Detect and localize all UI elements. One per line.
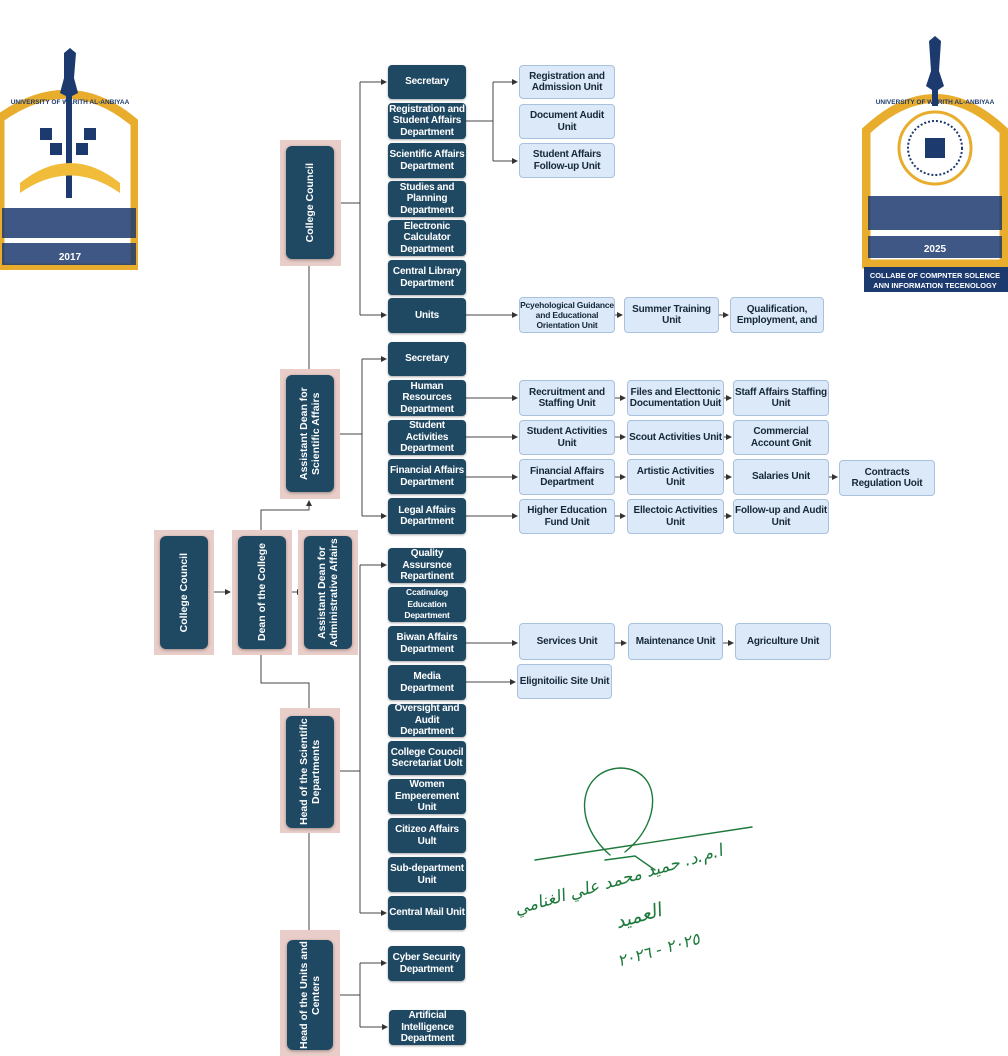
unit-college-council-secretariat[interactable]: College Couocil Secretariat Uolt xyxy=(388,741,466,775)
box-label: College Council xyxy=(304,162,316,243)
unit-document-audit[interactable]: Document Audit Unit xyxy=(519,104,615,139)
unit-sub-department[interactable]: Sub-department Unit xyxy=(388,857,466,892)
unit-services[interactable]: Services Unit xyxy=(519,623,615,660)
unit-summer-training[interactable]: Summer Training Unit xyxy=(624,297,719,333)
signature-years: ٢٠٢٥ - ٢٠٢٦ xyxy=(615,929,702,971)
college-council-main-box[interactable]: College Council xyxy=(160,536,208,649)
dept-units[interactable]: Units xyxy=(388,298,466,333)
signature-title: العميد xyxy=(613,898,667,933)
dept-student-activities[interactable]: Student Activities Department xyxy=(388,420,466,455)
unit-qualification-employment[interactable]: Qualification, Employment, and xyxy=(730,297,824,333)
logo-arc-text: UNIVERSITY OF WARITH AL-ANBIYAA xyxy=(11,99,130,106)
dean-of-college-box[interactable]: Dean of the College xyxy=(238,536,286,649)
college-council-top-box[interactable]: College Council xyxy=(286,146,334,259)
dept-diwan-affairs[interactable]: Biwan Affairs Department xyxy=(388,626,466,661)
dept-human-resources[interactable]: Human Resources Department xyxy=(388,380,466,416)
dept-electronic-calculator[interactable]: Electronic Calculator Department xyxy=(388,220,466,256)
unit-electronic-site[interactable]: Elignitoilic Site Unit xyxy=(517,664,612,699)
unit-staff-affairs[interactable]: Staff Affairs Staffing Unit xyxy=(733,380,829,416)
unit-registration-admission[interactable]: Registration and Admission Unit xyxy=(519,65,615,99)
unit-agriculture[interactable]: Agriculture Unit xyxy=(735,623,831,660)
unit-commercial-account[interactable]: Commercial Account Gnit xyxy=(733,420,829,455)
dept-quality-assurance[interactable]: Quality Assursnce Repartinent xyxy=(388,548,466,583)
unit-financial-affairs[interactable]: Financial Affairs Department xyxy=(519,459,615,495)
dean-signature: ا.م.د. حميد محمد علي الغنامي العميد ٢٠٢٥… xyxy=(512,767,753,971)
university-emblem-icon: 2017 UNIVERSITY OF WARITH AL-ANBIYAA xyxy=(0,48,140,273)
unit-electronic-activities[interactable]: Ellectoic Activities Unit xyxy=(627,499,724,534)
logo-banner-line1: COLLABE OF COMPNTER SOLENCE xyxy=(870,271,1000,280)
unit-central-mail[interactable]: Central Mail Unit xyxy=(388,896,466,930)
box-label: Head of the Units and Centers xyxy=(298,941,322,1049)
dept-oversight-audit[interactable]: Oversight and Audit Department xyxy=(388,703,466,737)
logo-year: 2025 xyxy=(924,244,947,255)
dept-financial-affairs[interactable]: Financial Affairs Department xyxy=(388,459,466,494)
dept-secretary-top[interactable]: Secretary xyxy=(388,65,466,99)
unit-files-documentation[interactable]: Files and Electtonic Documentation Uuit xyxy=(627,380,724,416)
unit-maintenance[interactable]: Maintenance Unit xyxy=(628,623,723,660)
dept-registration-student-affairs[interactable]: Registration and Student Affairs Departm… xyxy=(388,103,466,139)
dept-studies-planning[interactable]: Studies and Planning Department xyxy=(388,181,466,217)
unit-recruitment-staffing[interactable]: Recruitment and Staffing Unit xyxy=(519,380,615,416)
dept-legal-affairs[interactable]: Legal Affairs Department xyxy=(388,498,466,534)
dept-continuing-education[interactable]: Ccatinulog Education Department xyxy=(388,587,466,622)
unit-student-affairs-followup[interactable]: Student Affairs Follow-up Unit xyxy=(519,143,615,178)
unit-women-empowerment[interactable]: Women Empeerement Unit xyxy=(388,779,466,814)
unit-artistic-activities[interactable]: Artistic Activities Unit xyxy=(627,459,724,495)
logo-banner-line2: ANN INFORMATION TECENOLOGY xyxy=(873,281,997,290)
unit-scout-activities[interactable]: Scout Activities Unit xyxy=(627,420,724,455)
logo-arc-text: UNIVERSITY OF WARITH AL-ANBIYAA xyxy=(876,99,995,106)
assistant-dean-scientific-box[interactable]: Assistant Dean for Scientific Affairs xyxy=(286,375,334,492)
head-units-centers-box[interactable]: Head of the Units and Centers xyxy=(287,940,333,1050)
head-scientific-departments-box[interactable]: Head of the Scientific Departments xyxy=(286,716,334,828)
dept-media[interactable]: Media Department xyxy=(388,665,466,700)
unit-higher-education-fund[interactable]: Higher Education Fund Unit xyxy=(519,499,615,534)
university-logo-left: 2017 UNIVERSITY OF WARITH AL-ANBIYAA xyxy=(0,48,140,273)
unit-psychological-guidance[interactable]: Pcyehological Guidance and Educational O… xyxy=(519,297,615,333)
logo-year: 2017 xyxy=(59,252,82,263)
unit-contracts-regulation[interactable]: Contracts Regulation Uoit xyxy=(839,460,935,496)
unit-student-activities[interactable]: Student Activities Unit xyxy=(519,420,615,455)
college-logo-right: 2025 UNIVERSITY OF WARITH AL-ANBIYAA COL… xyxy=(861,36,1008,292)
box-label: Assistant Dean for Administrative Affair… xyxy=(316,538,340,647)
unit-citizen-affairs[interactable]: Citizeo Affairs Uult xyxy=(388,818,466,853)
unit-salaries[interactable]: Salaries Unit xyxy=(733,459,829,495)
assistant-dean-admin-box[interactable]: Assistant Dean for Administrative Affair… xyxy=(304,536,352,649)
box-label: College Council xyxy=(178,552,190,633)
signature-name: ا.م.د. حميد محمد علي الغنامي xyxy=(512,840,727,919)
box-label: Head of the Scientific Departments xyxy=(298,718,322,826)
dept-central-library[interactable]: Central Library Department xyxy=(388,260,466,295)
box-label: Assistant Dean for Scientific Affairs xyxy=(298,387,322,480)
dept-artificial-intelligence[interactable]: Artificial Intelligence Department xyxy=(389,1010,466,1045)
dept-secretary-scientific[interactable]: Secretary xyxy=(388,342,466,376)
unit-followup-audit[interactable]: Follow-up and Audit Unit xyxy=(733,499,829,534)
college-emblem-icon: 2025 UNIVERSITY OF WARITH AL-ANBIYAA COL… xyxy=(861,36,1008,292)
dept-scientific-affairs[interactable]: Scientific Affairs Department xyxy=(388,143,466,178)
box-label: Dean of the College xyxy=(256,543,268,642)
dept-cyber-security[interactable]: Cyber Security Department xyxy=(388,946,465,981)
